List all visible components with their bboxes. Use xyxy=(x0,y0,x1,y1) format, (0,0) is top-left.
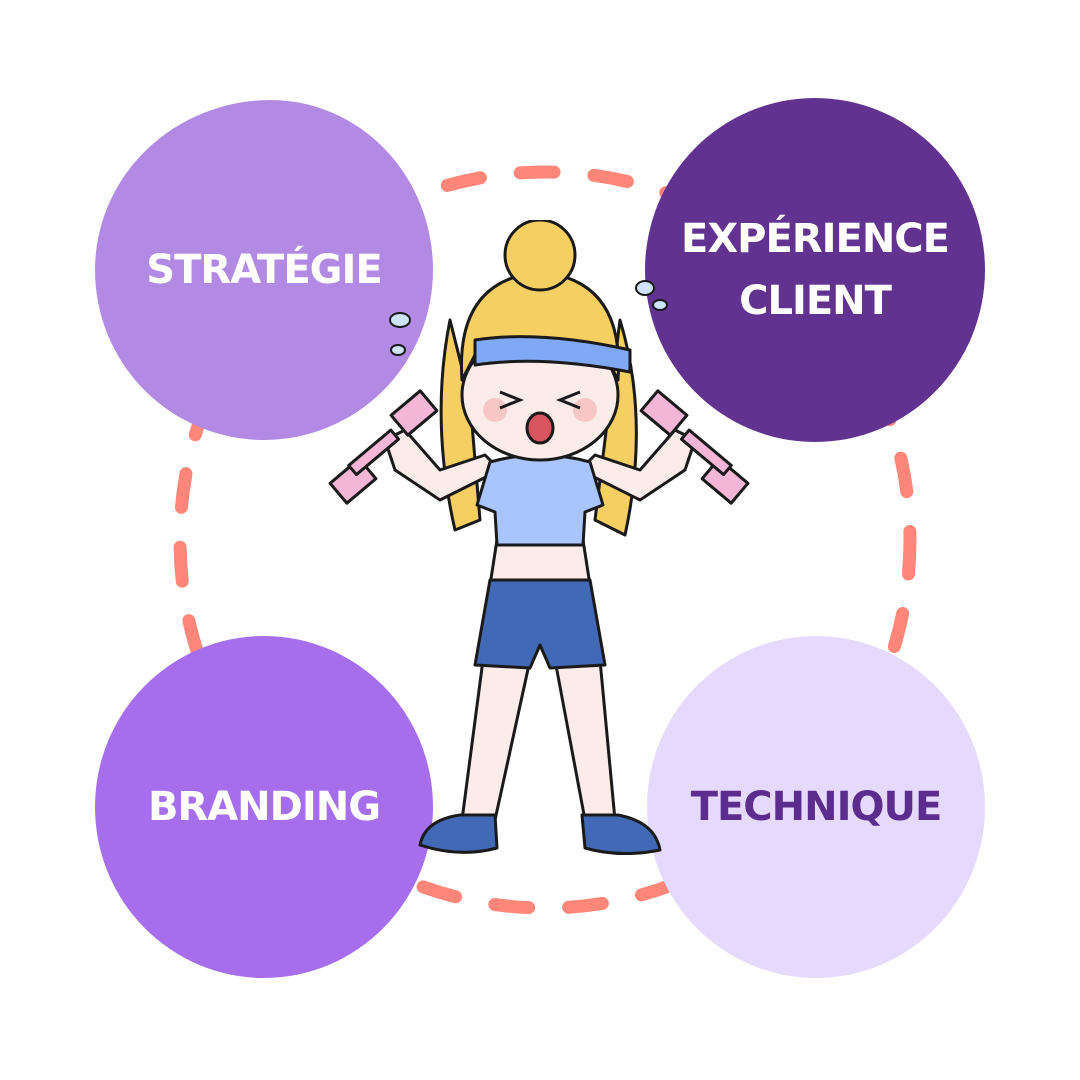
node-label-line1: EXPÉRIENCE xyxy=(681,216,950,262)
girl-dumbbell-illustration xyxy=(328,220,750,856)
node-label: BRANDING xyxy=(147,784,381,830)
node-branding: BRANDING xyxy=(95,636,433,978)
node-label: TECHNIQUE xyxy=(690,784,943,830)
node-label-line2: CLIENT xyxy=(739,278,892,324)
node-strategie: STRATÉGIE xyxy=(95,100,433,440)
node-label: STRATÉGIE xyxy=(146,247,382,293)
node-technique: TECHNIQUE xyxy=(647,636,985,978)
node-experience-client: EXPÉRIENCE CLIENT xyxy=(645,98,985,442)
